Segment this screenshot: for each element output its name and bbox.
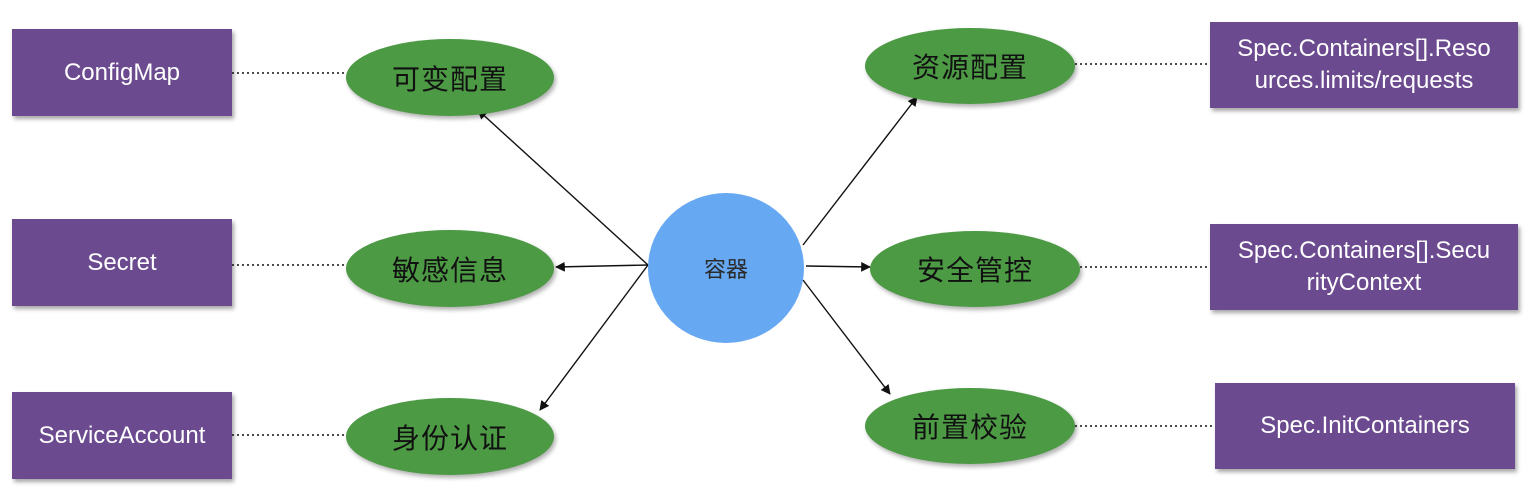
arrow-to-security-concept [805,261,871,272]
arrow-to-secret-concept [555,261,649,272]
concept-label: 身份认证 [391,421,508,455]
concept-label: 安全管控 [916,254,1033,287]
concept-oval-mutable-config: 可变配置 [346,39,554,116]
arrow-to-resources-concept [802,96,918,246]
resource-label: ServiceAccount [38,421,206,449]
resource-label-line: Spec.Containers[].Reso [1237,35,1491,62]
center-label: 容器 [703,258,748,283]
concept-oval-security-control: 安全管控 [870,231,1080,307]
resource-box-init-containers: Spec.InitContainers [1215,383,1515,469]
resource-label: Spec.InitContainers [1260,412,1470,439]
resource-box-serviceaccount: ServiceAccount [12,392,232,479]
arrow-to-serviceaccount-concept [539,264,649,411]
concept-label: 可变配置 [391,62,508,96]
container-center-node: 容器 [648,193,804,343]
concept-oval-resource-config: 资源配置 [865,28,1075,104]
resource-box-container-resources: Spec.Containers[].Reso urces.limits/requ… [1210,22,1518,108]
resource-label-line: urces.limits/requests [1254,67,1474,94]
resource-label-line: rityContext [1306,269,1422,296]
concept-label: 敏感信息 [391,253,508,287]
resource-label-line: Spec.Containers[].Secu [1237,237,1491,264]
arrow-to-init-concept [802,279,891,395]
concept-label: 资源配置 [911,51,1028,84]
concept-oval-pre-validation: 前置校验 [865,388,1075,464]
resource-box-security-context: Spec.Containers[].Secu rityContext [1210,224,1518,310]
concept-label: 前置校验 [911,411,1028,444]
resource-box-configmap: ConfigMap [12,29,232,116]
concept-oval-sensitive-info: 敏感信息 [346,230,554,307]
resource-box-secret: Secret [12,219,232,306]
resource-label: ConfigMap [63,58,181,86]
arrow-to-configmap-concept [477,109,649,266]
resource-label: Secret [87,248,157,276]
concept-oval-identity-auth: 身份认证 [346,398,554,475]
